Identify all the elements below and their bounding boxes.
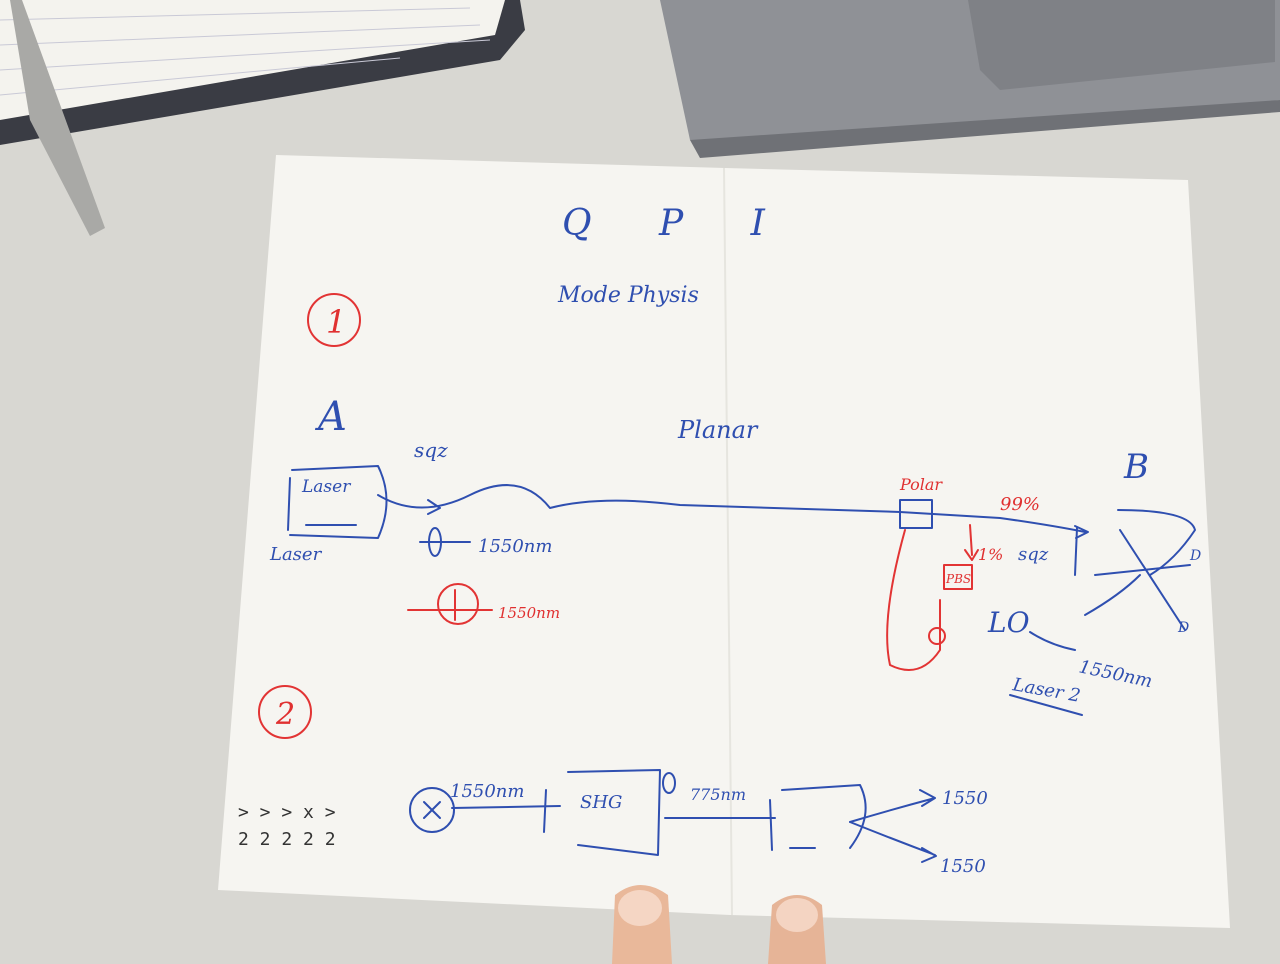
notebook bbox=[0, 0, 525, 236]
shg-label: SHG bbox=[580, 792, 622, 813]
section-2-circle bbox=[258, 685, 312, 739]
planar-label: Planar bbox=[677, 416, 759, 444]
fiber-path bbox=[377, 484, 1086, 533]
paper-sheet bbox=[218, 155, 1230, 928]
sheet-subtitle: Mode Physis bbox=[557, 283, 699, 308]
sqz-label-2: sqz bbox=[1018, 544, 1049, 565]
node-b-label: B bbox=[1123, 447, 1149, 487]
svg-text:D: D bbox=[1189, 548, 1201, 564]
beam-splitter-b: D D bbox=[1074, 509, 1201, 636]
svg-text:D: D bbox=[1177, 620, 1189, 636]
margin-doodle-bottom: 2 2 2 2 2 bbox=[238, 829, 336, 850]
laptop bbox=[660, 0, 1280, 158]
fingers bbox=[612, 885, 826, 964]
pct-99-label: 99% bbox=[1000, 494, 1040, 515]
pbs-label: PBS bbox=[945, 572, 971, 586]
polar-label: Polar bbox=[899, 475, 943, 494]
laser-box bbox=[287, 465, 388, 539]
output-1550-b: 1550 bbox=[940, 856, 986, 877]
wl-775-label: 775nm bbox=[690, 785, 746, 804]
margin-doodle-top: > > > x > bbox=[238, 802, 336, 823]
svg-text:1550nm: 1550nm bbox=[498, 604, 560, 622]
output-1550-a: 1550 bbox=[942, 788, 988, 809]
node-a-label: A bbox=[314, 394, 347, 440]
section-2-number: 2 bbox=[275, 697, 295, 732]
lo-label: LO bbox=[987, 606, 1030, 639]
pct-1-label: 1% bbox=[978, 545, 1003, 564]
sqz-label-1: sqz bbox=[414, 438, 448, 462]
polarization-red-sketch: 1550nm bbox=[407, 583, 560, 625]
shg-chain: 1550nm SHG 775nm 1550 1550 bbox=[409, 769, 988, 877]
sheet-title: Q P I bbox=[562, 203, 793, 244]
input-1550-label: 1550nm bbox=[450, 781, 524, 802]
section-1-number: 1 bbox=[326, 303, 346, 341]
laser-label-below: Laser bbox=[269, 544, 323, 565]
polarizer-assembly: Polar 99% 1% PBS bbox=[886, 475, 1040, 671]
section-1-circle bbox=[307, 293, 361, 347]
polarization-blue-sketch: 1550nm bbox=[419, 527, 552, 557]
laser-label: Laser bbox=[301, 477, 351, 497]
svg-text:1550nm: 1550nm bbox=[478, 536, 552, 557]
